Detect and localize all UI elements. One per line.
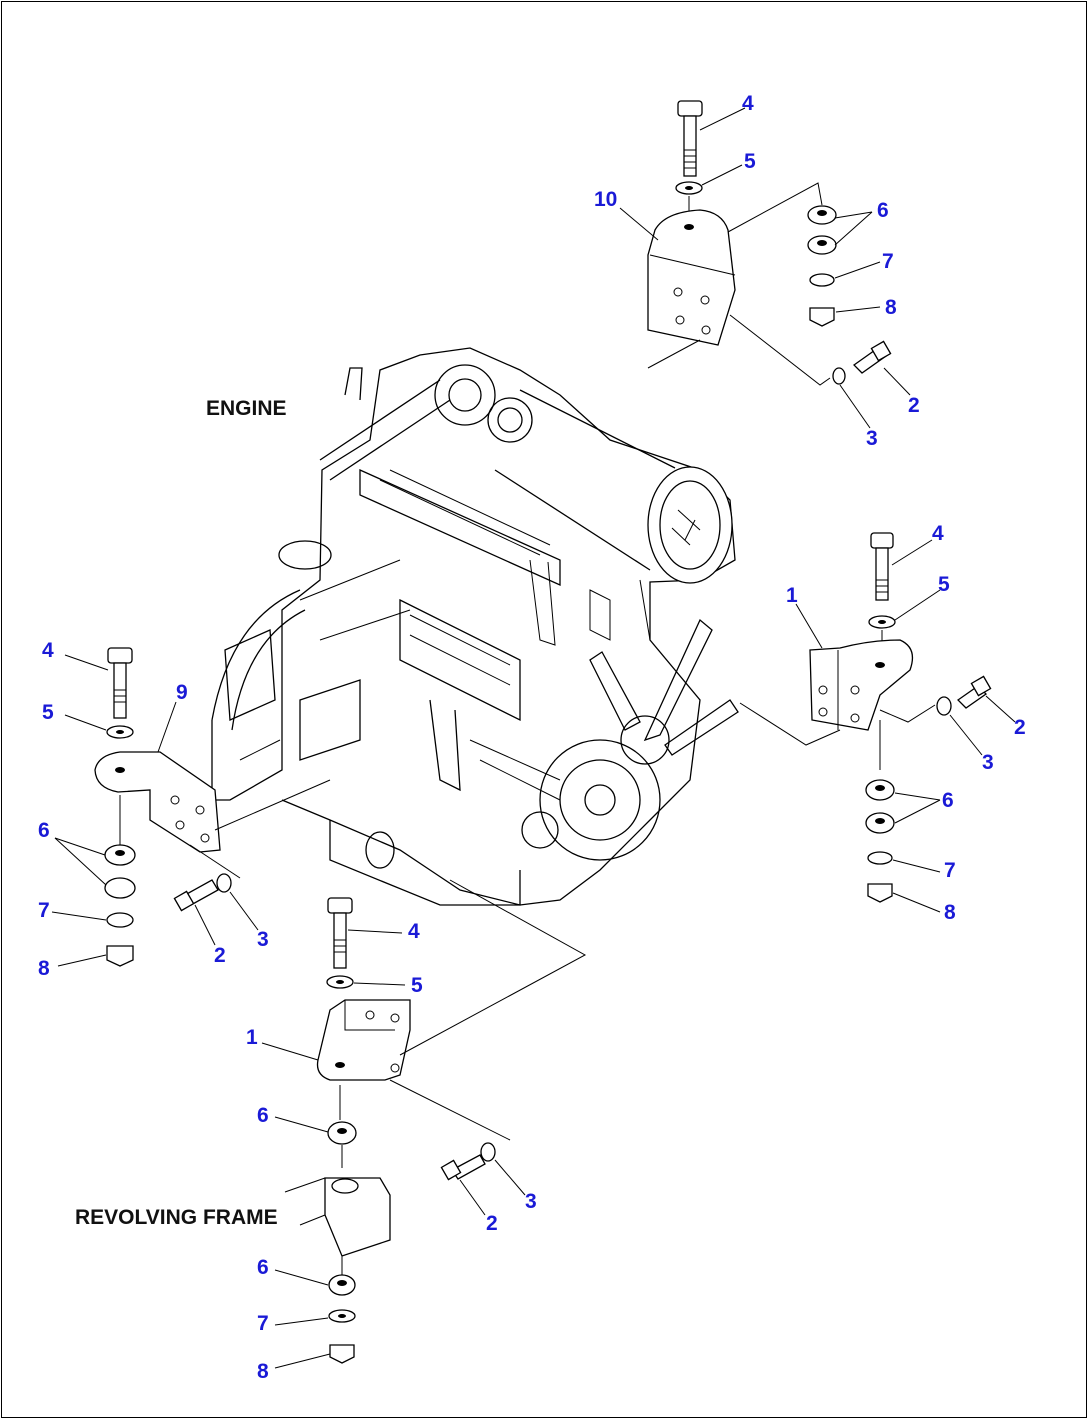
callout-left-bracket-washer: 3 (257, 928, 269, 951)
callout-right-bolt: 4 (932, 522, 944, 545)
callout-left-bracket: 9 (176, 681, 188, 704)
engine-label: ENGINE (206, 397, 287, 420)
engine-assembly (211, 347, 739, 906)
callout-left-plate-washer: 7 (38, 899, 50, 922)
callout-bottom-bracket-washer: 3 (525, 1190, 537, 1213)
top-mount-assembly (647, 100, 892, 386)
callout-bottom-bracket-bolt: 2 (486, 1212, 498, 1235)
callout-left-bracket-bolt: 2 (214, 944, 226, 967)
callout-left-cushion: 6 (38, 819, 50, 842)
callout-right-washer: 5 (938, 573, 950, 596)
callout-top-nut: 8 (885, 296, 897, 319)
callout-right-cushion: 6 (942, 789, 954, 812)
callout-right-bracket-bolt: 2 (1014, 716, 1026, 739)
callout-top-cushion: 6 (877, 199, 889, 222)
callout-bottom-washer: 5 (411, 974, 423, 997)
callout-right-bracket: 1 (786, 584, 798, 607)
callout-bottom-plate-washer: 7 (257, 1312, 269, 1335)
callout-top-bracket-bolt: 2 (908, 394, 920, 417)
callout-bottom-nut: 8 (257, 1360, 269, 1383)
revolving-frame-label: REVOLVING FRAME (75, 1206, 278, 1229)
callout-left-washer: 5 (42, 701, 54, 724)
callout-left-bolt: 4 (42, 639, 54, 662)
callout-right-nut: 8 (944, 901, 956, 924)
callout-bottom-bracket: 1 (246, 1026, 258, 1049)
callout-left-nut: 8 (38, 957, 50, 980)
callout-right-plate-washer: 7 (944, 859, 956, 882)
leader-lines (51, 107, 1016, 1369)
callout-top-washer: 5 (744, 150, 756, 173)
left-mount-assembly (94, 647, 331, 967)
callout-top-bracket: 10 (594, 188, 618, 211)
right-mount-assembly (739, 532, 992, 903)
callout-top-bolt: 4 (742, 92, 754, 115)
callout-right-bracket-washer: 3 (982, 751, 994, 774)
callout-top-bracket-washer: 3 (866, 427, 878, 450)
callout-bottom-upper-cushion: 6 (257, 1104, 269, 1127)
callout-bottom-bolt: 4 (408, 920, 420, 943)
callout-bottom-lower-cushion: 6 (257, 1256, 269, 1279)
bottom-mount-assembly (284, 879, 587, 1364)
callout-top-plate-washer: 7 (882, 250, 894, 273)
